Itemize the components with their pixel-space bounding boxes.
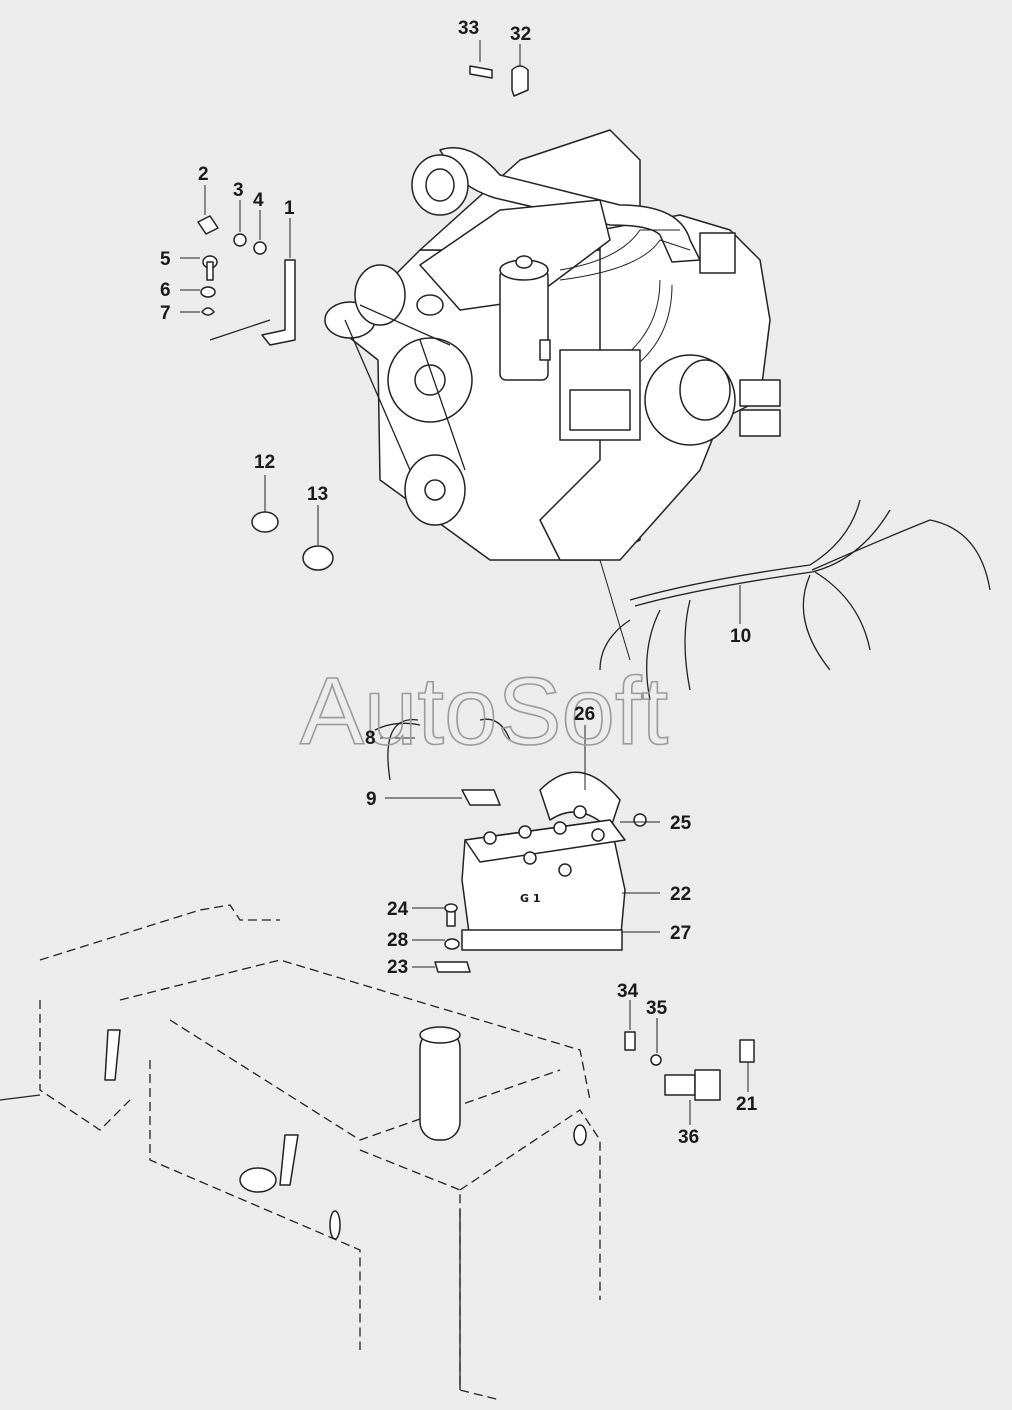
callout-2: 2 bbox=[198, 164, 209, 185]
callout-10: 10 bbox=[730, 626, 751, 647]
callout-24: 24 bbox=[387, 899, 409, 920]
bolt-33 bbox=[469, 65, 493, 79]
callout-36: 36 bbox=[678, 1127, 699, 1148]
pipe-clip-32 bbox=[511, 65, 529, 97]
battery-group: G 1 bbox=[374, 718, 647, 973]
callout-9: 9 bbox=[366, 789, 377, 810]
callout-27: 27 bbox=[670, 923, 691, 944]
callout-4: 4 bbox=[253, 190, 264, 211]
switch-parts bbox=[624, 1031, 755, 1101]
leader-lines bbox=[180, 40, 749, 1125]
battery-label: G 1 bbox=[520, 892, 541, 905]
callout-35: 35 bbox=[646, 998, 668, 1019]
callout-22: 22 bbox=[670, 884, 691, 905]
callout-8: 8 bbox=[365, 728, 376, 749]
callout-26: 26 bbox=[574, 704, 595, 725]
engine-assembly bbox=[324, 129, 781, 561]
callout-7: 7 bbox=[160, 303, 171, 324]
callout-21: 21 bbox=[736, 1094, 758, 1115]
callout-23: 23 bbox=[387, 957, 408, 978]
callout-28: 28 bbox=[387, 930, 408, 951]
watermark: AutoSoft bbox=[300, 658, 668, 765]
callout-13: 13 bbox=[307, 484, 328, 505]
callout-32: 32 bbox=[510, 24, 531, 45]
callout-33: 33 bbox=[458, 18, 479, 39]
callout-6: 6 bbox=[160, 280, 171, 301]
callout-12: 12 bbox=[254, 452, 275, 473]
hose-clamp-12 bbox=[251, 511, 279, 533]
callout-3: 3 bbox=[233, 180, 244, 201]
callout-5: 5 bbox=[160, 249, 171, 270]
callout-34: 34 bbox=[617, 981, 639, 1002]
callout-1: 1 bbox=[284, 198, 295, 219]
callout-labels: 33 32 2 3 4 1 5 6 7 12 13 10 8 26 9 25 2… bbox=[160, 18, 758, 1148]
frame-structure bbox=[0, 904, 601, 1401]
hose-clamp-13 bbox=[302, 545, 334, 571]
callout-25: 25 bbox=[670, 813, 692, 834]
bracket-assembly bbox=[197, 215, 296, 346]
wiring-harness bbox=[599, 499, 991, 701]
